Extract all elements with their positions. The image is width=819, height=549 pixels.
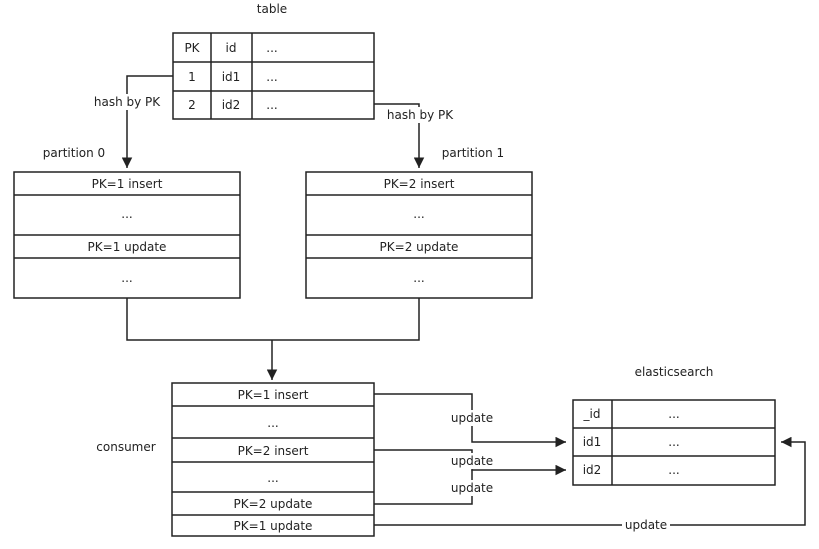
partition0-row-ellipsis-2: ... (121, 271, 132, 285)
update-arrow-4 (374, 436, 806, 526)
consumer-row-ellipsis-2: ... (267, 471, 278, 485)
merge-connector (126, 298, 420, 341)
es-header-id: _id (583, 407, 601, 421)
consumer-title: consumer (96, 440, 155, 454)
table-header-id: id (226, 41, 237, 55)
consumer-row-2-update: PK=2 update (234, 497, 313, 511)
table-row-2-id: id2 (222, 98, 241, 112)
update-label-3: update (451, 481, 493, 495)
es-row-id1: id1 (583, 435, 602, 449)
update-label-4: update (625, 518, 667, 532)
table-title: table (257, 2, 287, 16)
elasticsearch-index: _id ... id1 ... id2 ... (572, 399, 776, 486)
partition0-box: PK=1 insert ... PK=1 update ... (13, 171, 241, 299)
update-label-1: update (451, 411, 493, 425)
partition0-row-ellipsis-1: ... (121, 207, 132, 221)
consumer-row-ellipsis-1: ... (267, 416, 278, 430)
consumer-row-2-insert: PK=2 insert (238, 444, 309, 458)
partition1-title: partition 1 (442, 146, 504, 160)
elasticsearch-title: elasticsearch (635, 365, 714, 379)
partition1-row-update: PK=2 update (380, 240, 459, 254)
partition0-title: partition 0 (43, 146, 105, 160)
table-header-pk: PK (184, 41, 200, 55)
consumer-row-1-update: PK=1 update (234, 519, 313, 533)
es-row-id2: id2 (583, 463, 602, 477)
table-row-1-more: ... (266, 70, 277, 84)
hash-label-right: hash by PK (387, 108, 454, 122)
partition0-row-update: PK=1 update (88, 240, 167, 254)
consumer-row-1-insert: PK=1 insert (238, 388, 309, 402)
partition1-row-insert: PK=2 insert (384, 177, 455, 191)
consumer-box: PK=1 insert ... PK=2 insert ... PK=2 upd… (171, 382, 375, 537)
es-header-more: ... (668, 407, 679, 421)
table-row-2-more: ... (266, 98, 277, 112)
table-header-more: ... (266, 41, 277, 55)
es-row-id1-more: ... (668, 435, 679, 449)
partition1-row-ellipsis-2: ... (413, 271, 424, 285)
table-row-1-id: id1 (222, 70, 241, 84)
update-label-2: update (451, 454, 493, 468)
hash-label-left: hash by PK (94, 95, 161, 109)
partition0-row-insert: PK=1 insert (92, 177, 163, 191)
table-row-2-pk: 2 (188, 98, 196, 112)
partition1-box: PK=2 insert ... PK=2 update ... (305, 171, 533, 299)
table-row-1-pk: 1 (188, 70, 196, 84)
hash-arrow-right (374, 103, 425, 168)
es-row-id2-more: ... (668, 463, 679, 477)
hash-arrow-left (121, 75, 173, 168)
partition1-row-ellipsis-1: ... (413, 207, 424, 221)
source-table: PK id ... 1 id1 ... 2 id2 ... (172, 32, 375, 120)
